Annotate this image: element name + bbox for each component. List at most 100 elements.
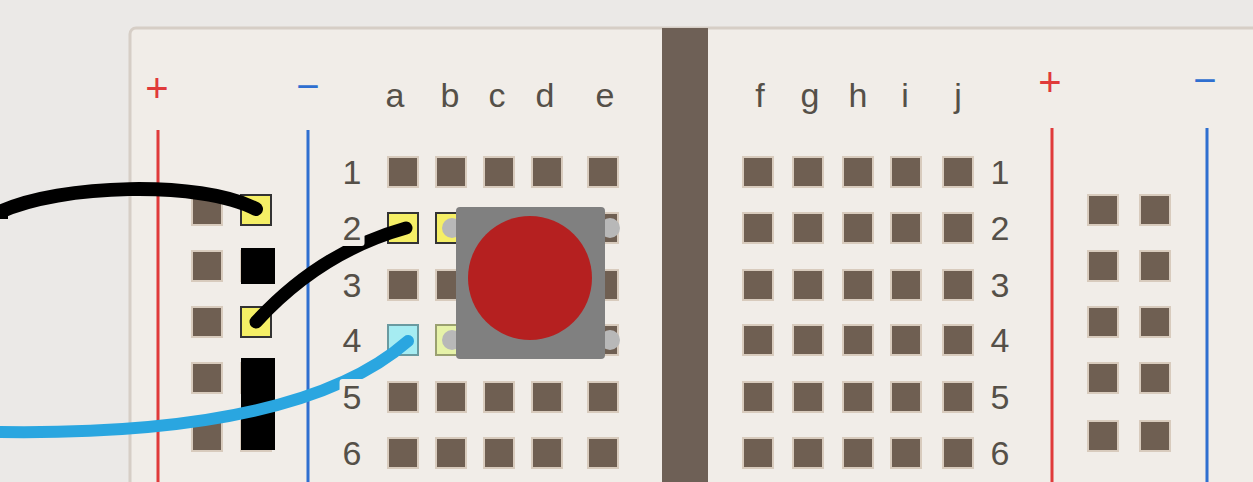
column-letter: e — [593, 77, 618, 113]
breadboard-hole — [793, 213, 823, 243]
rail-sign: − — [293, 65, 322, 107]
black-wire — [256, 228, 406, 322]
breadboard-hole — [436, 157, 466, 187]
breadboard-hole — [843, 157, 873, 187]
breadboard-hole — [793, 157, 823, 187]
row-number: 6 — [988, 435, 1013, 471]
column-letter: g — [798, 77, 823, 113]
row-number: 1 — [340, 154, 365, 190]
hole-grid — [192, 157, 1170, 468]
breadboard-hole — [743, 438, 773, 468]
breadboard-hole — [1088, 195, 1118, 225]
button-cap — [468, 216, 592, 340]
breadboard-hole — [588, 382, 618, 412]
row-number: 3 — [340, 267, 365, 303]
breadboard-hole — [484, 157, 514, 187]
breadboard-hole — [743, 157, 773, 187]
breadboard-hole — [1088, 363, 1118, 393]
breadboard-hole — [743, 325, 773, 355]
breadboard-hole — [192, 307, 222, 337]
negative-rail-line — [1206, 128, 1209, 482]
breadboard-hole — [793, 270, 823, 300]
breadboard-hole — [943, 270, 973, 300]
row-number: 3 — [988, 267, 1013, 303]
rail-sign: + — [142, 67, 171, 109]
row-number: 5 — [988, 379, 1013, 415]
breadboard-hole — [192, 251, 222, 281]
breadboard-body — [130, 28, 1253, 482]
breadboard-hole — [743, 270, 773, 300]
breadboard-hole — [843, 270, 873, 300]
column-letter: h — [846, 77, 871, 113]
column-letter: j — [951, 77, 965, 113]
breadboard-hole — [793, 438, 823, 468]
breadboard-hole — [1140, 421, 1170, 451]
breadboard-hole — [891, 213, 921, 243]
breadboard-hole — [484, 438, 514, 468]
breadboard-hole — [532, 438, 562, 468]
breadboard-hole — [192, 363, 222, 393]
row-number: 1 — [988, 154, 1013, 190]
positive-rail-line — [1051, 128, 1054, 482]
breadboard-hole — [943, 325, 973, 355]
row-number: 5 — [340, 379, 365, 415]
column-letter: b — [438, 77, 463, 113]
pushbutton — [442, 207, 620, 359]
rail-sign: + — [1035, 61, 1064, 103]
breadboard-hole — [1140, 307, 1170, 337]
negative-rail-line — [307, 130, 310, 482]
breadboard-hole — [943, 213, 973, 243]
breadboard-hole — [532, 157, 562, 187]
column-letter: a — [383, 77, 408, 113]
breadboard-hole — [1140, 195, 1170, 225]
breadboard-hole — [532, 382, 562, 412]
breadboard-hole — [388, 438, 418, 468]
breadboard-hole — [891, 270, 921, 300]
column-letter: i — [898, 77, 912, 113]
breadboard-hole — [1088, 251, 1118, 281]
row-number: 4 — [988, 322, 1013, 358]
row-number: 2 — [340, 210, 365, 246]
breadboard-hole — [743, 213, 773, 243]
wires — [0, 189, 408, 432]
breadboard-hole — [388, 157, 418, 187]
breadboard-hole — [891, 382, 921, 412]
breadboard-hole — [743, 382, 773, 412]
breadboard-hole — [1140, 251, 1170, 281]
breadboard-hole — [943, 438, 973, 468]
breadboard-hole — [943, 157, 973, 187]
breadboard-hole — [793, 382, 823, 412]
breadboard-hole — [588, 157, 618, 187]
breadboard-hole — [943, 382, 973, 412]
breadboard-hole — [388, 382, 418, 412]
column-letter: d — [533, 77, 558, 113]
breadboard-hole — [588, 438, 618, 468]
breadboard-hole — [843, 213, 873, 243]
row-number: 2 — [988, 210, 1013, 246]
rail-sign: − — [1190, 59, 1219, 101]
breadboard-hole — [436, 382, 466, 412]
breadboard-hole — [891, 438, 921, 468]
breadboard-hole — [436, 438, 466, 468]
breadboard-hole — [1088, 307, 1118, 337]
button-body — [456, 207, 605, 359]
column-letter: f — [752, 77, 767, 113]
breadboard-hole — [891, 325, 921, 355]
breadboard-hole — [388, 270, 418, 300]
breadboard-hole — [793, 325, 823, 355]
jumper-block — [241, 248, 275, 284]
breadboard-hole — [484, 382, 514, 412]
breadboard-hole — [891, 157, 921, 187]
breadboard-hole — [843, 438, 873, 468]
breadboard-hole — [1140, 363, 1170, 393]
breadboard-hole — [1088, 421, 1118, 451]
row-number: 4 — [340, 322, 365, 358]
breadboard-hole — [843, 325, 873, 355]
black-wire — [0, 189, 256, 212]
center-divider — [662, 28, 708, 482]
breadboard-hole — [843, 382, 873, 412]
column-letter: c — [486, 77, 509, 113]
